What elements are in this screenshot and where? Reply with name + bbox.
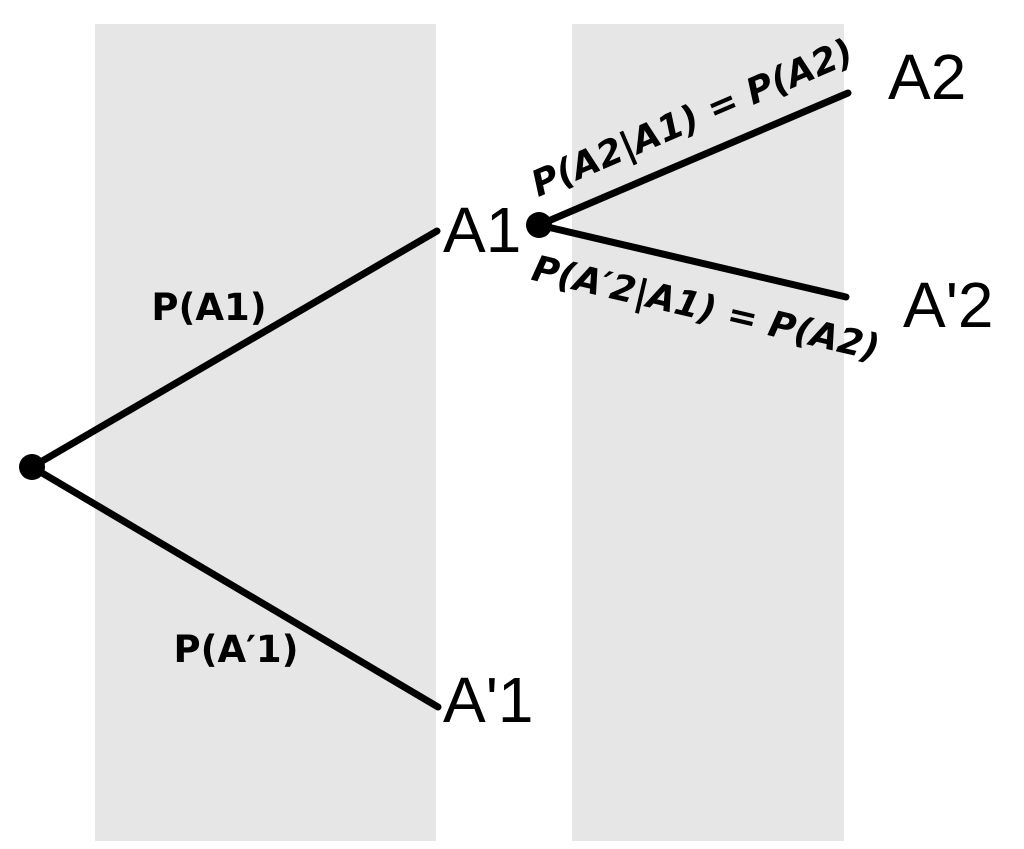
node-label-a1: A1 [443,194,521,266]
stage2-band [572,24,844,841]
node-label-a2-prime: A'2 [903,269,994,341]
branch-root-to-a1 [28,227,441,471]
node-label-a1-prime: A'1 [443,664,534,736]
root-node-dot [19,454,45,480]
stage1-band [95,24,436,841]
branch-a1-to-a2-prime [535,221,850,301]
a1-node-dot [526,212,552,238]
branch-root-to-a1-prime [28,463,442,711]
branch-a1-to-a2 [535,89,852,229]
edge-label-p-a1: P(A1) [151,286,266,329]
node-label-a2: A2 [888,41,966,113]
edge-label-p-a1-prime: P(A′1) [173,628,298,671]
